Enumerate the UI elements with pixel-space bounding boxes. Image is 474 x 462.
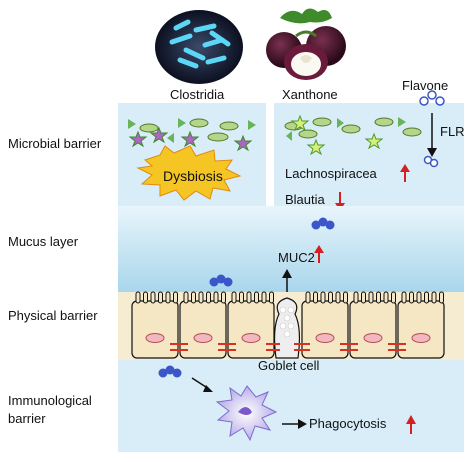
microvillus — [416, 291, 422, 304]
goblet-cell — [273, 297, 301, 359]
flavone-molecule-icon — [419, 90, 445, 106]
xanthone-mangosteen-image — [266, 8, 346, 80]
microvillus — [191, 291, 196, 304]
microvillus — [221, 291, 226, 304]
clostridia-label: Clostridia — [170, 87, 225, 102]
microvillus — [320, 291, 326, 304]
goblet-cell-label: Goblet cell — [258, 358, 320, 373]
dysbiotic-microbes — [128, 118, 256, 152]
microvillus — [173, 291, 178, 304]
row-label-physical: Physical barrier — [8, 308, 98, 323]
blautia-label: Blautia — [285, 192, 325, 207]
microvillus — [198, 291, 204, 304]
microvilli — [135, 291, 444, 304]
microvillus — [165, 291, 171, 304]
microvillus — [383, 291, 389, 304]
microvillus — [353, 291, 359, 304]
microvillus — [150, 291, 156, 304]
microvillus — [254, 291, 259, 304]
row-label-immunological: Immunological barrier — [8, 393, 92, 426]
microvillus — [269, 291, 274, 304]
microvillus — [206, 291, 211, 304]
microvillus — [335, 291, 341, 304]
microvillus — [376, 291, 381, 304]
immune-molecule — [158, 365, 182, 378]
microvillus — [401, 291, 407, 304]
mucus-molecule — [311, 217, 335, 230]
flr-product-molecules — [423, 155, 439, 168]
flr-label: FLR — [440, 124, 465, 139]
microvillus — [409, 291, 414, 304]
mucus-molecule-left — [209, 274, 233, 287]
microvillus — [424, 291, 429, 304]
dendritic-cell-icon — [215, 385, 278, 442]
microvillus — [343, 291, 348, 304]
microvillus — [328, 291, 333, 304]
row-label-microbial: Microbial barrier — [8, 136, 102, 151]
microvillus — [431, 291, 437, 304]
lachnospiracea-label: Lachnospiracea — [285, 166, 377, 181]
dysbiosis-burst — [136, 145, 242, 201]
microvillus — [391, 291, 396, 304]
microvillus — [231, 291, 237, 304]
microvillus — [158, 291, 163, 304]
nuclei — [145, 333, 431, 343]
microvillus — [143, 291, 148, 304]
microvillus — [439, 291, 444, 304]
microvillus — [183, 291, 189, 304]
clostridia-image — [155, 10, 243, 84]
xanthone-label: Xanthone — [282, 87, 338, 102]
healthy-microbes — [284, 114, 422, 156]
microvillus — [313, 291, 318, 304]
microvillus — [368, 291, 374, 304]
microvillus — [239, 291, 244, 304]
microvillus — [305, 291, 311, 304]
microvillus — [246, 291, 252, 304]
flavone-label: Flavone — [402, 78, 449, 93]
dysbiosis-label: Dysbiosis — [163, 168, 223, 184]
tight-junctions — [170, 343, 406, 351]
microvillus — [361, 291, 366, 304]
microvillus — [261, 291, 267, 304]
microvillus — [213, 291, 219, 304]
microvillus — [135, 291, 141, 304]
phagocytosis-label: Phagocytosis — [309, 416, 387, 431]
row-label-mucus: Mucus layer — [8, 234, 79, 249]
mucus-layer — [118, 206, 464, 292]
muc2-label: MUC2 — [278, 250, 315, 265]
